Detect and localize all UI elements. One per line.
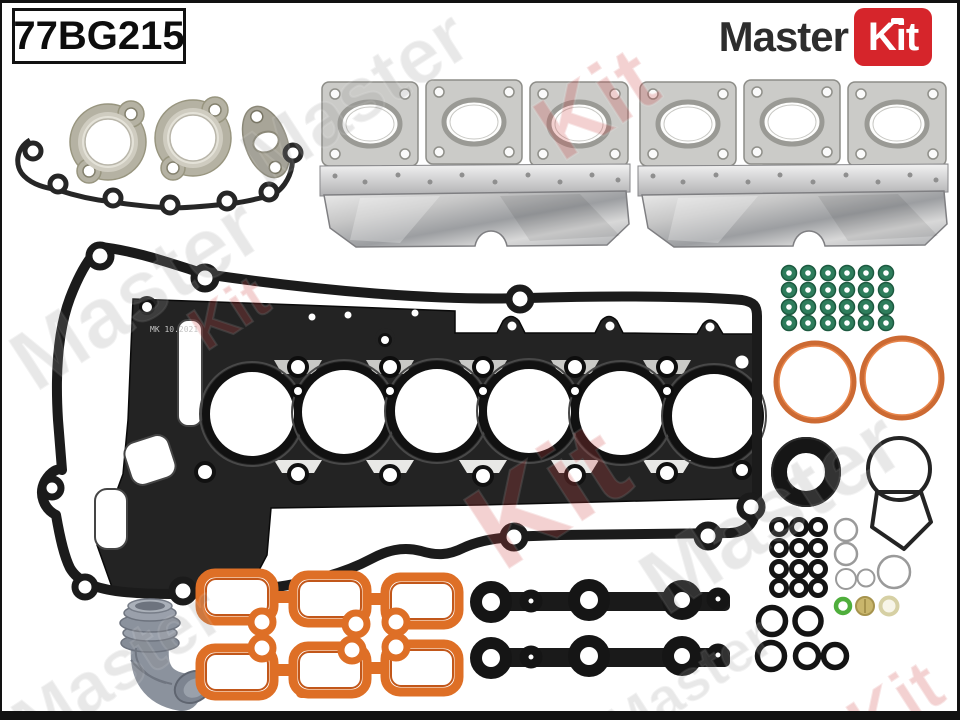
cylinder-bores [199,358,767,469]
oval-gasket [241,105,291,179]
cam-cover-strip-bottom [470,635,730,679]
thin-washers [833,517,912,590]
brand-logo-kit-text: Kit [867,14,919,59]
brand-logo-kit-box: Kit [854,8,932,66]
intake-gasket-strip-bottom [195,632,464,701]
cam-cover-strip-top [470,579,730,623]
heat-shield-left [320,80,630,247]
small-plugs [833,595,900,617]
valve-cover-gasket [37,241,766,606]
exhaust-flange-gasket-2 [154,96,232,181]
valve-stem-seals [780,264,895,332]
part-number-badge: 77BG215 [12,8,186,64]
timing-cover-gasket [15,137,304,216]
brand-logo: Master Kit [719,8,932,66]
bottom-o-rings [754,604,850,673]
heat-shield-right [638,80,948,247]
intake-gasket-strip-top [195,568,464,639]
small-o-rings [769,517,828,598]
head-gasket-stamp: MK 10.2021 [150,325,198,334]
brand-logo-master-text: Master [718,13,849,60]
breather-hose [119,598,213,711]
head-gasket: MK 10.2021 [94,296,767,594]
crankshaft-seal [771,437,841,507]
part-number: 77BG215 [13,13,185,58]
exhaust-flange-gasket-1 [69,100,147,184]
thermostat-gasket [866,436,933,551]
orange-o-rings [773,335,945,424]
